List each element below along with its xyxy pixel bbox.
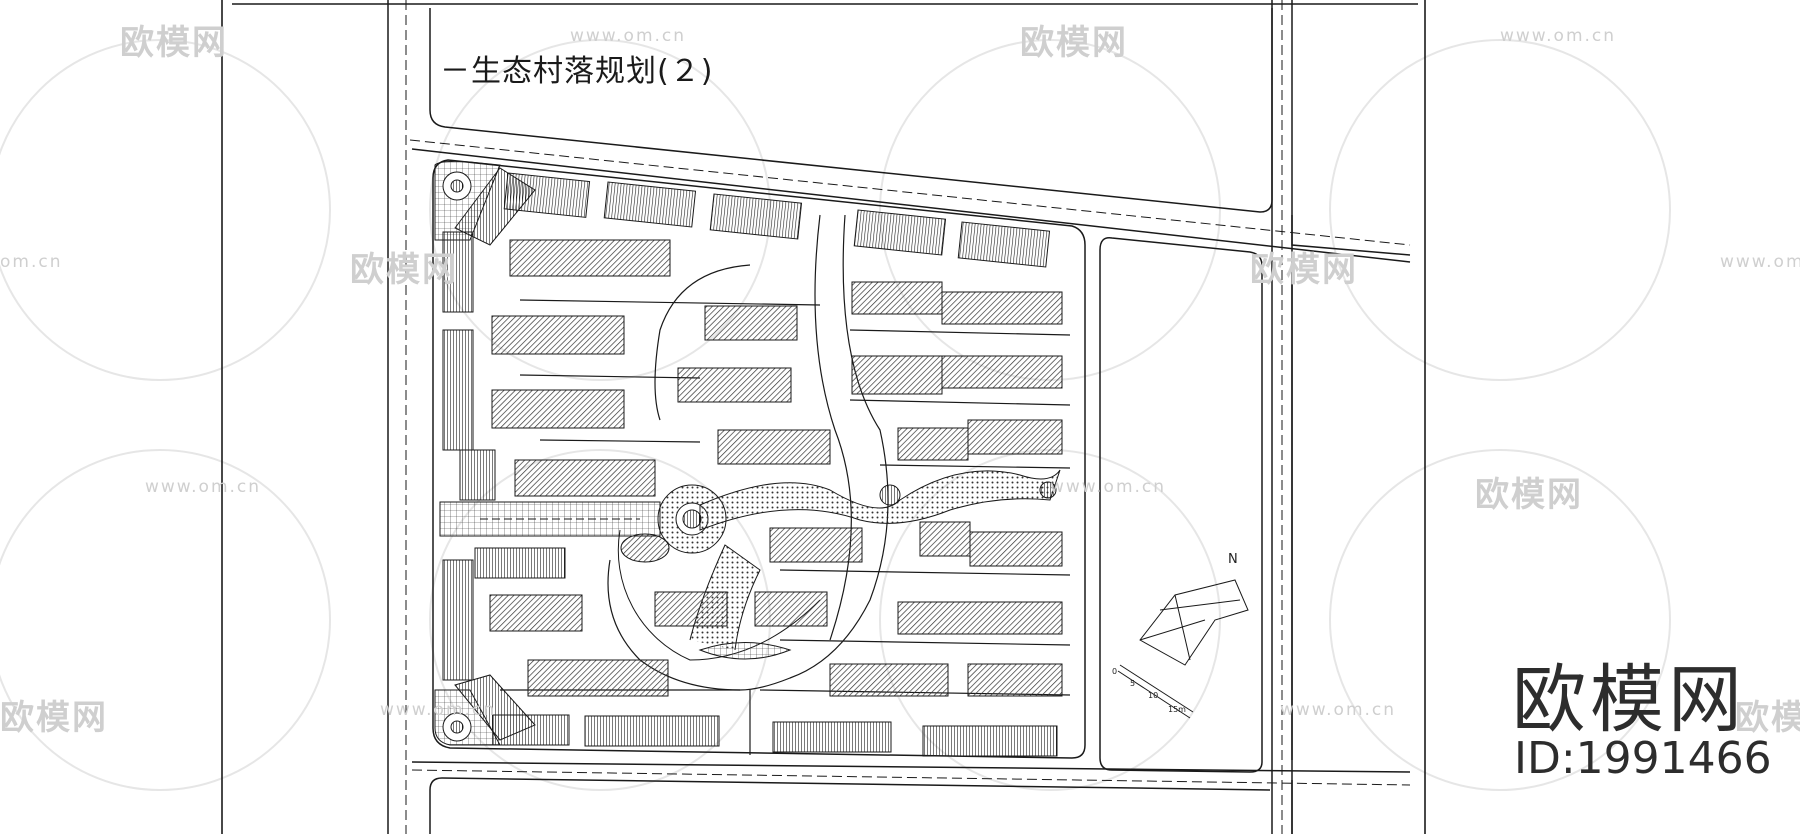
west-edge-buildings bbox=[442, 231, 496, 681]
roads bbox=[387, 0, 1411, 834]
south-row-buildings bbox=[492, 714, 1058, 757]
north-row-buildings bbox=[503, 172, 1051, 268]
scale-label: 15m bbox=[1168, 705, 1186, 714]
watermark-brand-6: 欧模网 bbox=[0, 698, 108, 738]
brand-id-text: ID:1991466 bbox=[1514, 733, 1772, 784]
brand-name: 欧模网 bbox=[1512, 657, 1746, 743]
drawing-frame bbox=[221, 0, 1426, 834]
watermark-brand-4: 欧模网 bbox=[1250, 250, 1358, 290]
scale-label: 10 bbox=[1148, 691, 1158, 700]
site-boundary bbox=[432, 159, 1263, 773]
scale-label: 5 bbox=[1130, 679, 1135, 688]
watermark-url-5: www.om.cn bbox=[145, 477, 262, 497]
watermark-brand-2: 欧模网 bbox=[1020, 23, 1128, 63]
scale-label: 0 bbox=[1112, 667, 1117, 676]
center-block-buildings bbox=[474, 305, 863, 627]
drawing-title: －生态村落规划(２) bbox=[440, 54, 714, 89]
watermark-brand-5: 欧模网 bbox=[1475, 475, 1583, 515]
watermark-url-1: www.om.cn bbox=[570, 26, 687, 46]
green-ribbon bbox=[699, 469, 1061, 531]
watermark-url-3: om.cn bbox=[0, 252, 63, 272]
watermark-url-8: www.om.cn bbox=[1280, 700, 1397, 720]
watermark-url-2: www.om.cn bbox=[1500, 26, 1617, 46]
watermark-brand-7: 欧模网 bbox=[1735, 698, 1800, 738]
watermark-brand-1: 欧模网 bbox=[120, 23, 228, 63]
watermark-circles bbox=[0, 39, 1671, 791]
north-label: N bbox=[1228, 552, 1238, 567]
east-block-buildings bbox=[829, 281, 1063, 697]
watermark-url-4: www.om.cn bbox=[1720, 252, 1800, 272]
west-block-buildings bbox=[489, 239, 671, 697]
internal-roads bbox=[500, 214, 1071, 755]
watermark-brand-3: 欧模网 bbox=[350, 250, 458, 290]
watermark-url-6: www.om.cn bbox=[1050, 477, 1167, 497]
watermark-url-7: www.om.cn bbox=[380, 700, 497, 720]
north-arrow bbox=[1117, 579, 1249, 719]
